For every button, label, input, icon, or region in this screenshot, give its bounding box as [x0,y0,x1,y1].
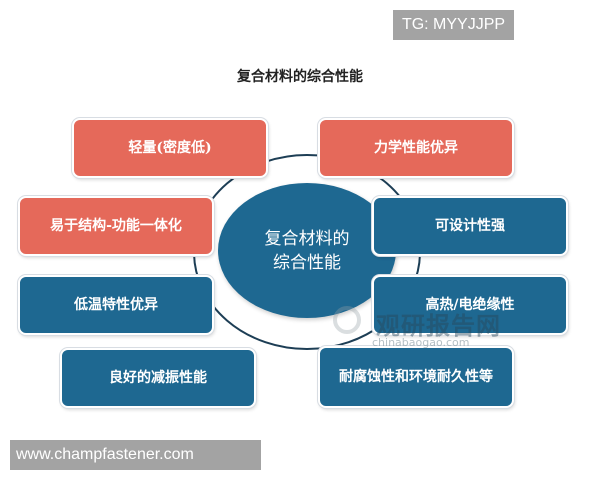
center-label-line2: 综合性能 [273,252,341,273]
node-corrosion-resistance: 耐腐蚀性和环境耐久性等 [318,346,514,408]
tg-watermark-badge: TG: MYYJJPP [393,10,514,40]
center-label-line1: 复合材料的 [264,228,350,249]
node-designability: 可设计性强 [372,196,568,256]
diagram-title: 复合材料的综合性能 [237,69,363,85]
node-insulation: 高热/电绝缘性 [372,275,568,335]
node-mechanical-properties: 力学性能优异 [318,118,514,178]
url-watermark-badge: www.champfastener.com [10,440,261,470]
center-circle: 复合材料的 综合性能 [218,183,396,318]
watermark-cn: 观研报告网 [376,312,501,340]
node-low-temperature: 低温特性优异 [18,275,214,335]
watermark-en: chinabaogao.com [372,336,470,349]
node-structure-function-integration: 易于结构-功能一体化 [18,196,214,256]
node-vibration-damping: 良好的减振性能 [60,348,256,408]
watermark-logo-icon [333,306,361,334]
node-lightweight: 轻量(密度低) [72,118,268,178]
